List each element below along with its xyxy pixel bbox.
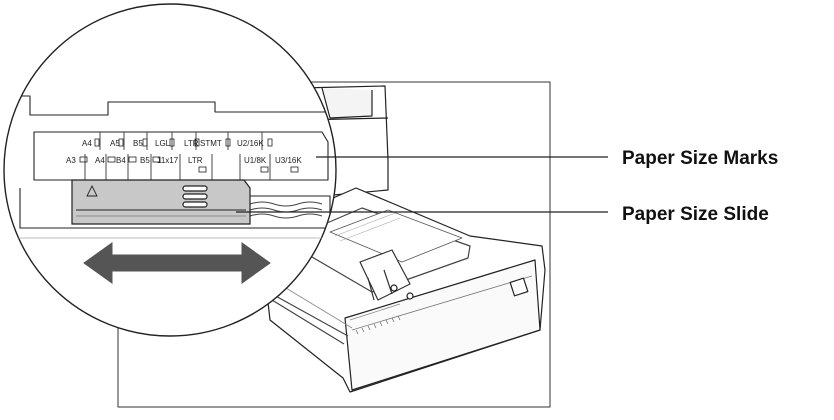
scale-mark: B5 [140,156,150,165]
scale-mark: A3 [66,156,76,165]
scale-mark: LTR [188,156,203,165]
scale-mark: LTR [184,139,199,148]
paper-size-slide[interactable] [71,179,251,225]
grip-lines-icon [182,185,208,208]
scale-mark: A4 [95,156,105,165]
triangle-pointer-icon [86,184,98,197]
paper-size-scale-top: A4 A5 B5 LGL LTR STMT U2/16K [82,138,273,148]
scale-band [33,131,329,181]
scale-mark: U2/16K [237,139,264,148]
landscape-sheet-icon [79,156,299,173]
scale-mark: U1/8K [244,156,267,165]
scale-mark: STMT [200,139,222,148]
cassette-front-panel [344,259,541,391]
double-arrow-icon [83,242,271,284]
scale-mark: U3/16K [275,156,302,165]
scale-mark: A5 [110,139,120,148]
cassette-handle [509,277,529,297]
scale-mark: 11x17 [157,156,179,165]
scale-mark: B4 [116,156,126,165]
scale-mark: A4 [82,139,92,148]
paper-size-slide-label: Paper Size Slide [622,204,769,225]
tray-paper [329,209,463,263]
scale-mark: LGL [155,139,171,148]
printer-illustration [117,81,551,408]
zoom-detail [3,3,337,337]
paper-size-marks-label: Paper Size Marks [622,148,778,169]
paper-size-scale-bottom: A3 A4 B4 B5 11x17 LTR U1/8K U3/16K [66,156,302,173]
callout-leaders [236,156,608,213]
scale-mark: B5 [133,139,143,148]
portrait-sheet-icon [94,138,273,147]
